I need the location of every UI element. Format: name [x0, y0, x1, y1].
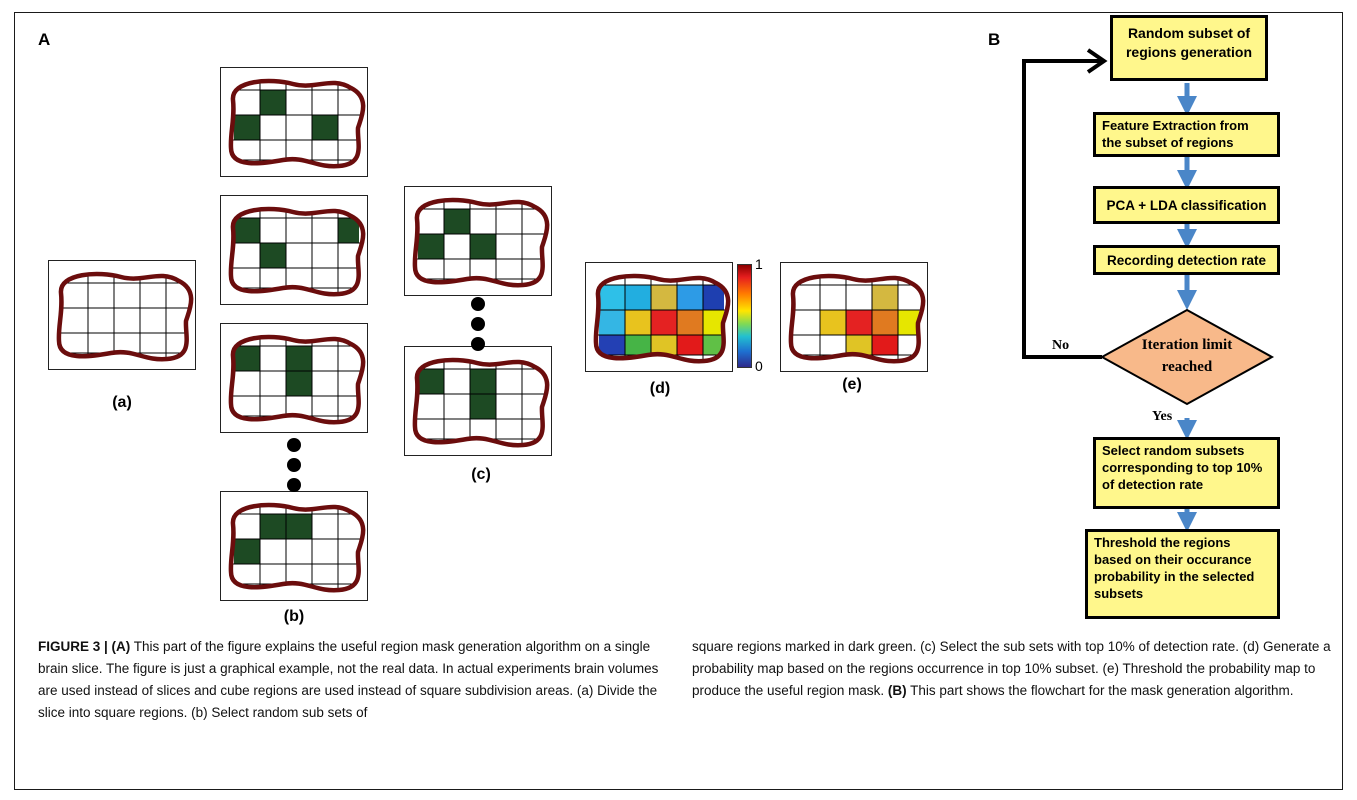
caption-column-2: square regions marked in dark green. (c)… [692, 636, 1332, 702]
selected-region-cell [338, 218, 359, 243]
flow-step-recording-rate: Recording detection rate [1093, 245, 1280, 275]
probability-cell [651, 310, 677, 335]
slice-b3 [220, 323, 368, 433]
flow-step-random-subset: Random subset of regions generation [1110, 15, 1268, 81]
probability-cell [872, 310, 898, 335]
caption-a-ref: (A) [111, 639, 131, 654]
flow-step-select-top: Select random subsets corresponding to t… [1093, 437, 1280, 509]
slice-b4 [220, 491, 368, 601]
selected-region-cell [234, 346, 260, 371]
colorbar [737, 264, 752, 368]
brain-outline [593, 273, 731, 364]
selected-region-cell [260, 90, 286, 115]
probability-cell [651, 335, 677, 355]
probability-cell [599, 335, 625, 355]
flow-step-threshold: Threshold the regions based on their occ… [1085, 529, 1280, 619]
label-d: (d) [649, 380, 671, 397]
ellipsis-dots-b [287, 438, 301, 498]
probability-cell [625, 335, 651, 355]
slice-a [48, 260, 196, 370]
probability-cell [846, 335, 872, 355]
slice-c1 [404, 186, 552, 296]
probability-cell [677, 310, 703, 335]
probability-cell [898, 310, 919, 335]
decision-label: Iteration limit reached [1141, 337, 1233, 375]
panel-b-letter: B [988, 30, 1001, 49]
label-b: (b) [283, 608, 305, 625]
probability-cell [625, 285, 651, 310]
selected-region-cell [312, 115, 338, 140]
selected-region-cell [260, 243, 286, 268]
probability-cell [703, 335, 724, 355]
caption-column-1: FIGURE 3 | (A) This part of the figure e… [38, 636, 674, 724]
probability-cell [703, 285, 724, 310]
caption-col1-text: This part of the figure explains the use… [38, 639, 659, 720]
brain-outline [228, 334, 366, 425]
label-e: (e) [842, 376, 862, 393]
selected-region-cell [234, 115, 260, 140]
selected-region-cell [418, 234, 444, 259]
selected-region-cell [286, 371, 312, 396]
brain-outline [412, 197, 550, 288]
selected-region-cell [286, 346, 312, 371]
slice-e-thresholded-mask [780, 262, 928, 372]
probability-cell [625, 310, 651, 335]
slice-c2 [404, 346, 552, 456]
panel-a-letter: A [38, 30, 51, 49]
flow-no-label: No [1052, 338, 1070, 353]
brain-outline [56, 271, 194, 362]
brain-outline [228, 502, 366, 593]
probability-cell [599, 285, 625, 310]
probability-cell [872, 335, 898, 355]
probability-cell [651, 285, 677, 310]
flow-step-feature-extraction: Feature Extraction from the subset of re… [1093, 112, 1280, 157]
selected-region-cell [234, 218, 260, 243]
caption-b-ref: (B) [887, 683, 907, 698]
brain-outline [228, 78, 366, 169]
brain-outline [228, 206, 366, 297]
probability-cell [846, 310, 872, 335]
brain-outline [412, 357, 550, 448]
loop-back-arrowhead [1086, 48, 1108, 74]
selected-region-cell [470, 369, 496, 394]
label-c: (c) [471, 466, 491, 483]
selected-region-cell [286, 514, 312, 539]
figure-frame [14, 12, 1343, 790]
flow-yes-label: Yes [1152, 409, 1173, 424]
label-a: (a) [112, 394, 132, 411]
selected-region-cell [234, 539, 260, 564]
probability-cell [703, 310, 724, 335]
caption-col2-tail: This part shows the flowchart for the ma… [906, 683, 1294, 698]
selected-region-cell [470, 394, 496, 419]
caption-col2-text: square regions marked in dark green. (c)… [692, 639, 1331, 698]
slice-b1 [220, 67, 368, 177]
probability-cell [677, 285, 703, 310]
probability-cell [820, 310, 846, 335]
colorbar-min-label: 0 [755, 358, 763, 374]
brain-outline [788, 273, 926, 364]
selected-region-cell [418, 369, 444, 394]
colorbar-max-label: 1 [755, 256, 763, 272]
ellipsis-dots-c [471, 297, 485, 357]
decision-diamond [1099, 308, 1275, 406]
selected-region-cell [444, 209, 470, 234]
flow-step-classification: PCA + LDA classification [1093, 186, 1280, 224]
loop-back-line [1022, 59, 1103, 359]
selected-region-cell [470, 234, 496, 259]
probability-cell [599, 310, 625, 335]
probability-cell [872, 285, 898, 310]
selected-region-cell [260, 514, 286, 539]
caption-figure-label: FIGURE 3 | [38, 639, 112, 654]
probability-cell [677, 335, 703, 355]
slice-d-probability-map [585, 262, 733, 372]
slice-b2 [220, 195, 368, 305]
